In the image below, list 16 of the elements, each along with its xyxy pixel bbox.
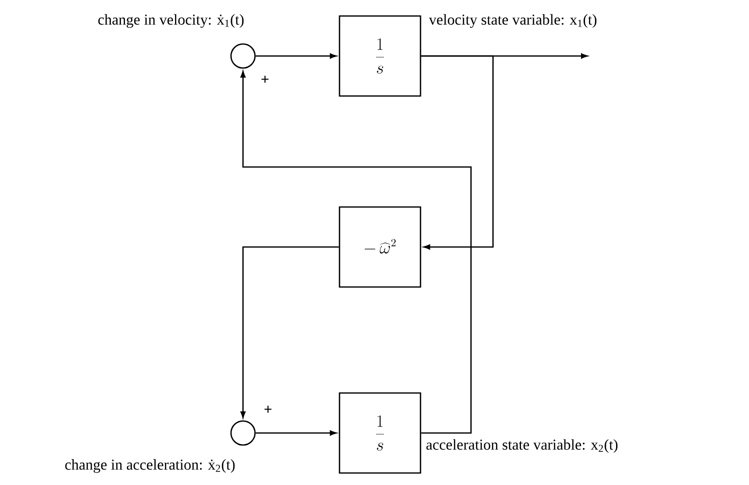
signal-label: change in velocity: ẋ$_{1}$(t) (98, 14, 244, 28)
block-box: $-\,\widehat{\omega}^{2}$ (338, 206, 422, 288)
block-box: $\frac{1}{s}$ (338, 392, 422, 474)
sign-label: + (264, 406, 272, 413)
arrow (256, 430, 336, 436)
signal-label: acceleration state variable: x$_{2}$(t) (426, 439, 618, 453)
sign-label: + (262, 76, 268, 83)
summing-junction (230, 43, 256, 69)
signal-label: change in acceleration: ẋ$_{2}$(t) (65, 459, 235, 473)
arrow (240, 71, 472, 434)
arrow (256, 53, 336, 59)
arrow (240, 246, 339, 418)
summing-junction (230, 420, 256, 446)
arrow (421, 55, 494, 250)
edge-label: velocity state variable: x$_{1}$(t) (428, 14, 596, 28)
block-box: $\frac{1}{s}$ (338, 15, 422, 97)
